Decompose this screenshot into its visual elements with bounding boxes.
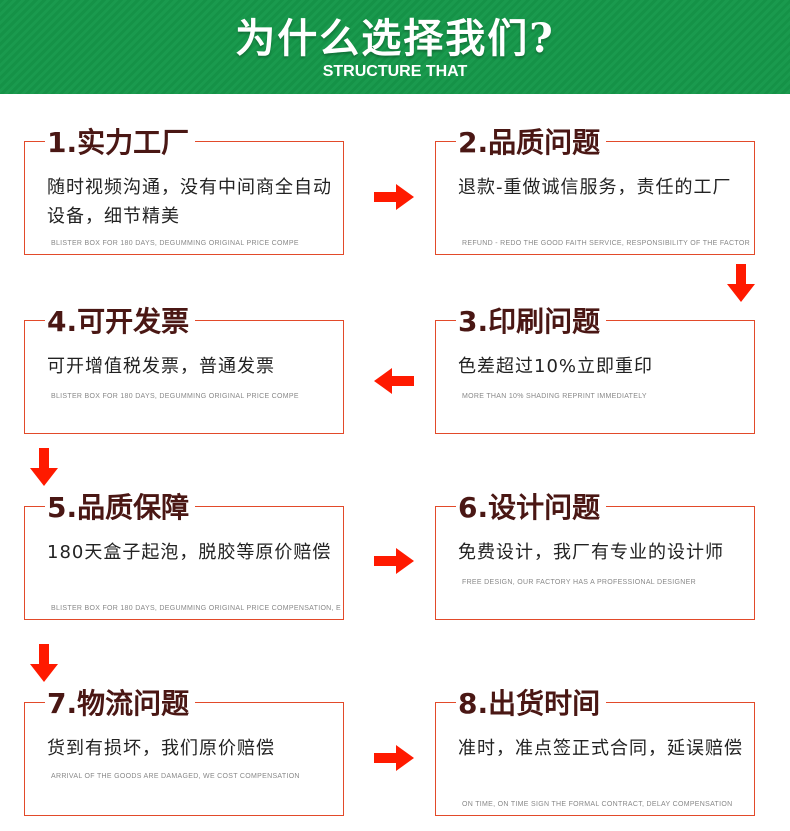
- arrow-down-icon: [30, 448, 58, 486]
- card-description: 色差超过10%立即重印: [458, 356, 654, 377]
- arrow-down-icon: [727, 264, 755, 302]
- arrow-down-icon: [30, 644, 58, 682]
- card-description: 准时，准点签正式合同，延误赔偿: [458, 738, 743, 759]
- arrow-right-icon: [374, 745, 414, 771]
- card-title: 8.出货时间: [456, 687, 607, 721]
- card-english-note: ON TIME, ON TIME SIGN THE FORMAL CONTRAC…: [462, 801, 733, 808]
- card-title: 3.印刷问题: [456, 305, 607, 339]
- feature-card-6: 6.设计问题 免费设计，我厂有专业的设计师 FREE DESIGN, OUR F…: [435, 491, 755, 620]
- header-banner: 为什么选择我们? STRUCTURE THAT: [0, 0, 790, 94]
- card-title: 6.设计问题: [456, 491, 607, 525]
- card-title: 1.实力工厂: [45, 126, 196, 160]
- feature-card-4: 4.可开发票 可开增值税发票，普通发票 BLISTER BOX FOR 180 …: [24, 305, 344, 434]
- feature-card-7: 7.物流问题 货到有损坏，我们原价赔偿 ARRIVAL OF THE GOODS…: [24, 687, 344, 816]
- card-description: 180天盒子起泡，脱胶等原价赔偿: [47, 542, 332, 563]
- card-description: 货到有损坏，我们原价赔偿: [47, 738, 275, 759]
- card-title: 2.品质问题: [456, 126, 607, 160]
- card-english-note: BLISTER BOX FOR 180 DAYS, DEGUMMING ORIG…: [51, 240, 299, 247]
- card-description: 退款-重做诚信服务，责任的工厂: [458, 177, 732, 198]
- card-description: 免费设计，我厂有专业的设计师: [458, 542, 724, 563]
- card-title: 5.品质保障: [45, 491, 196, 525]
- card-english-note: FREE DESIGN, OUR FACTORY HAS A PROFESSIO…: [462, 579, 696, 586]
- card-english-note: BLISTER BOX FOR 180 DAYS, DEGUMMING ORIG…: [51, 393, 299, 400]
- card-english-note: BLISTER BOX FOR 180 DAYS, DEGUMMING ORIG…: [51, 605, 341, 612]
- card-english-note: MORE THAN 10% SHADING REPRINT IMMEDIATEL…: [462, 393, 647, 400]
- feature-card-2: 2.品质问题 退款-重做诚信服务，责任的工厂 REFUND - REDO THE…: [435, 126, 755, 255]
- card-title: 7.物流问题: [45, 687, 196, 721]
- card-title: 4.可开发票: [45, 305, 196, 339]
- card-description: 随时视频沟通，没有中间商全自动设备，细节精美: [47, 177, 332, 227]
- arrow-right-icon: [374, 184, 414, 210]
- page-title: 为什么选择我们?: [235, 15, 555, 62]
- arrow-right-icon: [374, 548, 414, 574]
- card-description: 可开增值税发票，普通发票: [47, 356, 275, 377]
- feature-card-1: 1.实力工厂 随时视频沟通，没有中间商全自动设备，细节精美 BLISTER BO…: [24, 126, 344, 255]
- arrow-left-icon: [374, 368, 414, 394]
- card-english-note: ARRIVAL OF THE GOODS ARE DAMAGED, WE COS…: [51, 773, 300, 780]
- feature-card-5: 5.品质保障 180天盒子起泡，脱胶等原价赔偿 BLISTER BOX FOR …: [24, 491, 344, 620]
- feature-card-3: 3.印刷问题 色差超过10%立即重印 MORE THAN 10% SHADING…: [435, 305, 755, 434]
- feature-card-8: 8.出货时间 准时，准点签正式合同，延误赔偿 ON TIME, ON TIME …: [435, 687, 755, 816]
- card-english-note: REFUND - REDO THE GOOD FAITH SERVICE, RE…: [462, 240, 750, 247]
- page-subtitle: STRUCTURE THAT: [322, 63, 468, 80]
